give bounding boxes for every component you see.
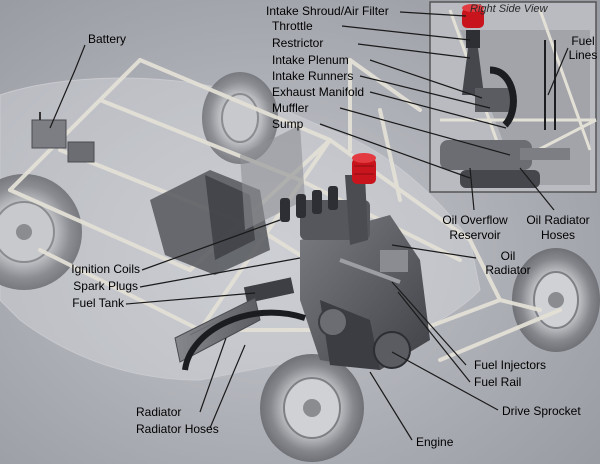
label-oil-overflow-1: Oil Overflow <box>442 213 508 227</box>
label-oil-overflow-2: Reservoir <box>449 228 501 242</box>
label-throttle: Throttle <box>272 19 313 33</box>
label-battery: Battery <box>88 32 127 46</box>
leader-lines <box>49 11 569 441</box>
label-radiator-hoses: Radiator Hoses <box>136 422 219 436</box>
front-right-wheel <box>512 248 600 352</box>
plenum-part <box>345 175 368 245</box>
label-restrictor: Restrictor <box>272 36 324 50</box>
inset-air-filter <box>462 4 484 28</box>
air-filter-part <box>352 153 376 184</box>
radiator-hose-part <box>182 309 306 371</box>
label-engine: Engine <box>416 435 454 449</box>
label-fuel-rail: Fuel Rail <box>474 375 522 389</box>
label-oil-radiator-2: Radiator <box>485 263 531 277</box>
label-intake-plenum: Intake Plenum <box>272 53 349 67</box>
label-fuel-injectors: Fuel Injectors <box>474 358 547 372</box>
label-spark-plugs: Spark Plugs <box>73 279 138 293</box>
label-intake-runners: Intake Runners <box>272 69 354 83</box>
fuel-rail-part <box>339 258 401 284</box>
label-muffler: Muffler <box>272 101 309 115</box>
intake-runners-part <box>280 186 338 222</box>
battery-part <box>31 112 95 163</box>
label-fuel-tank: Fuel Tank <box>72 296 124 310</box>
label-radiator: Radiator <box>136 405 182 419</box>
label-fuel-lines-2: Lines <box>568 48 598 62</box>
front-left-wheel <box>260 354 364 462</box>
label-oil-radiator-hoses-1: Oil Radiator <box>526 213 590 227</box>
label-intake-shroud: Intake Shroud/Air Filter <box>266 4 389 18</box>
label-fuel-lines-1: Fuel <box>571 34 595 48</box>
inset-title: Right Side View <box>470 3 548 15</box>
label-drive-sprocket: Drive Sprocket <box>502 404 581 418</box>
inset-right-side-view <box>429 1 597 193</box>
label-oil-radiator-1: Oil <box>500 249 516 263</box>
label-ignition-coils: Ignition Coils <box>71 262 140 276</box>
fuel-tank-part <box>243 277 295 304</box>
label-oil-radiator-hoses-2: Hoses <box>540 228 575 242</box>
label-exhaust-manifold: Exhaust Manifold <box>272 85 365 99</box>
label-sump: Sump <box>272 117 304 131</box>
